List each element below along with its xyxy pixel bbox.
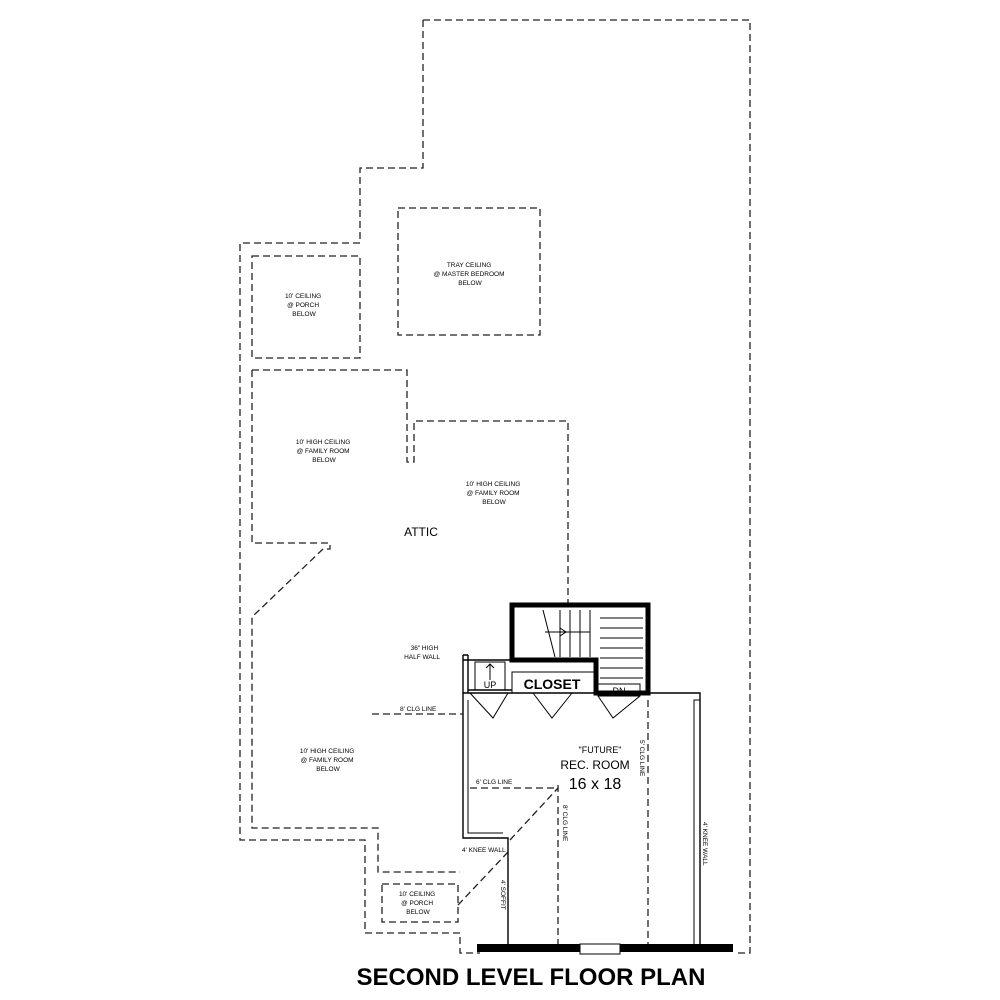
plan-title: SECOND LEVEL FLOOR PLAN bbox=[357, 964, 706, 991]
attic-label: ATTIC bbox=[404, 525, 438, 539]
porch-bottom-outline bbox=[381, 883, 459, 923]
up-stair bbox=[474, 661, 506, 691]
family-left-outline bbox=[252, 369, 569, 603]
soffit-label: 4' SOFFIT bbox=[499, 880, 506, 910]
rec-room-size: 16 x 18 bbox=[569, 776, 622, 793]
dn-label: DN bbox=[613, 686, 626, 696]
clg-diagonal bbox=[509, 787, 559, 841]
porch-diagonal bbox=[457, 851, 509, 906]
rec-room-name: REC. ROOM bbox=[560, 758, 629, 772]
bottom-wall bbox=[477, 943, 733, 955]
porch-top-note: 10' CEILING @ PORCH BELOW bbox=[285, 293, 323, 318]
tray-ceiling-note: TRAY CEILING @ MASTER BEDROOM BELOW bbox=[434, 262, 507, 287]
family-left-note: 10' HIGH CEILING @ FAMILY ROOM BELOW bbox=[296, 439, 352, 464]
clg-line-8-label: 8' CLG LINE bbox=[400, 706, 437, 713]
porch-bottom-note: 10' CEILING @ PORCH BELOW bbox=[399, 891, 437, 916]
clg-line-6-label: 6' CLG LINE bbox=[476, 779, 513, 786]
knee-wall-label: 4' KNEE WALL bbox=[462, 847, 506, 854]
family-left-lower-outline bbox=[251, 370, 460, 873]
dn-box bbox=[597, 683, 641, 697]
up-label: UP bbox=[484, 680, 497, 690]
stair-treads bbox=[542, 609, 643, 679]
clg-line-8-vertical-label: 8' CLG LINE bbox=[561, 805, 568, 842]
half-wall-note: 36" HIGH HALF WALL bbox=[404, 645, 440, 661]
door-swings bbox=[469, 692, 641, 719]
rec-room-inner-walls bbox=[467, 699, 700, 945]
tray-ceiling-outline bbox=[397, 207, 541, 336]
family-center-note: 10' HIGH CEILING @ FAMILY ROOM BELOW bbox=[466, 481, 522, 506]
rec-room-walls bbox=[462, 692, 701, 945]
porch-top-outline bbox=[251, 255, 361, 359]
family-bottom-note: 10' HIGH CEILING @ FAMILY ROOM BELOW bbox=[300, 748, 356, 773]
half-wall bbox=[462, 654, 512, 693]
closet-label: CLOSET bbox=[524, 676, 581, 692]
knee-wall-right-label: 4' KNEE WALL bbox=[701, 822, 708, 866]
clg-line-5-label: 5' CLG LINE bbox=[638, 740, 645, 777]
closet-box bbox=[511, 671, 597, 694]
rec-room-future-label: "FUTURE" bbox=[579, 745, 622, 755]
attic-outline bbox=[239, 19, 751, 954]
